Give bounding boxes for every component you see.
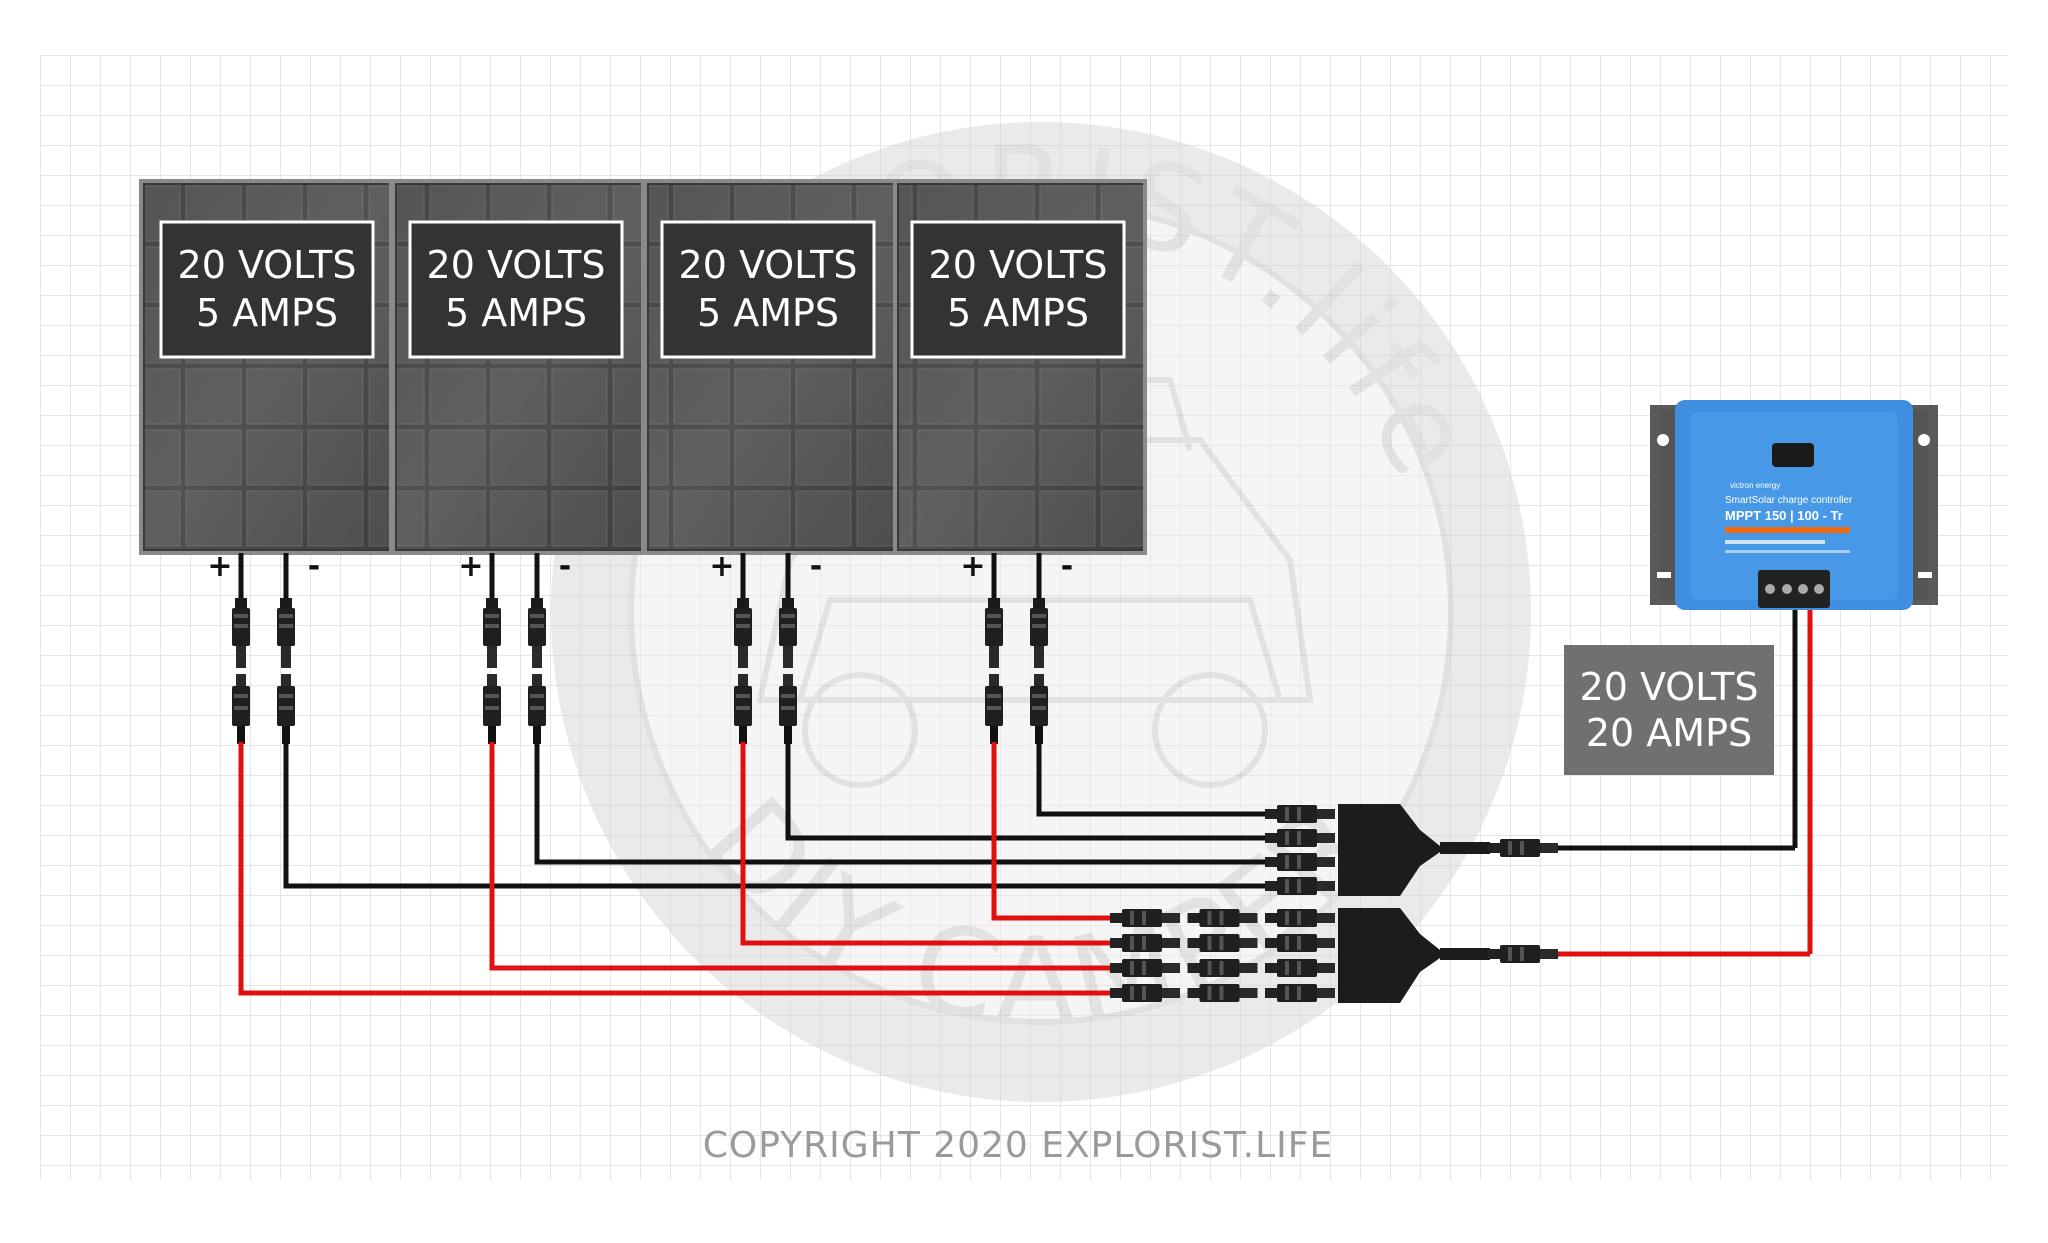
panel-1-positive-mark: +	[207, 549, 232, 584]
panel-3-volts: 20 VOLTS	[679, 243, 858, 287]
panel-3-positive-mark: +	[709, 549, 734, 584]
panel-1-negative-mark: -	[308, 549, 320, 584]
combined-amps: 20 AMPS	[1586, 711, 1752, 755]
positive-wires	[238, 608, 1813, 996]
copyright-text: COPYRIGHT 2020 EXPLORIST.LIFE	[703, 1125, 1333, 1166]
panel-leads	[238, 553, 1042, 600]
charge-controller: victron energy SmartSolar charge control…	[1650, 400, 1938, 610]
panel-3-amps: 5 AMPS	[697, 291, 839, 335]
panel-4-amps: 5 AMPS	[947, 291, 1089, 335]
panel-4-positive-mark: +	[960, 549, 985, 584]
controller-brand: victron energy	[1730, 481, 1780, 490]
solar-panel-4: 20 VOLTS 5 AMPS	[893, 179, 1147, 555]
panel-2-positive-mark: +	[458, 549, 483, 584]
solar-panel-1: 20 VOLTS 5 AMPS	[139, 179, 393, 555]
negative-branch-connector	[1265, 804, 1558, 896]
controller-line1: SmartSolar charge controller	[1725, 495, 1853, 506]
solar-panel-3: 20 VOLTS 5 AMPS	[643, 179, 897, 555]
panel-2-volts: 20 VOLTS	[427, 243, 606, 287]
panel-1-volts: 20 VOLTS	[178, 243, 357, 287]
bluetooth-display-icon	[1772, 443, 1814, 467]
panel-3-negative-mark: -	[810, 549, 822, 584]
panel-1-amps: 5 AMPS	[196, 291, 338, 335]
negative-wires	[283, 608, 1798, 889]
combined-output-label: 20 VOLTS 20 AMPS	[1564, 645, 1774, 775]
panel-4-volts: 20 VOLTS	[929, 243, 1108, 287]
positive-branch-connector	[1110, 908, 1558, 1003]
panel-2-amps: 5 AMPS	[445, 291, 587, 335]
panel-2-negative-mark: -	[559, 549, 571, 584]
panel-4-negative-mark: -	[1061, 549, 1073, 584]
combined-volts: 20 VOLTS	[1580, 665, 1759, 709]
controller-model: MPPT 150 | 100 - Tr	[1725, 508, 1843, 523]
solar-panel-2: 20 VOLTS 5 AMPS	[391, 179, 645, 555]
terminal-block	[1758, 570, 1830, 608]
